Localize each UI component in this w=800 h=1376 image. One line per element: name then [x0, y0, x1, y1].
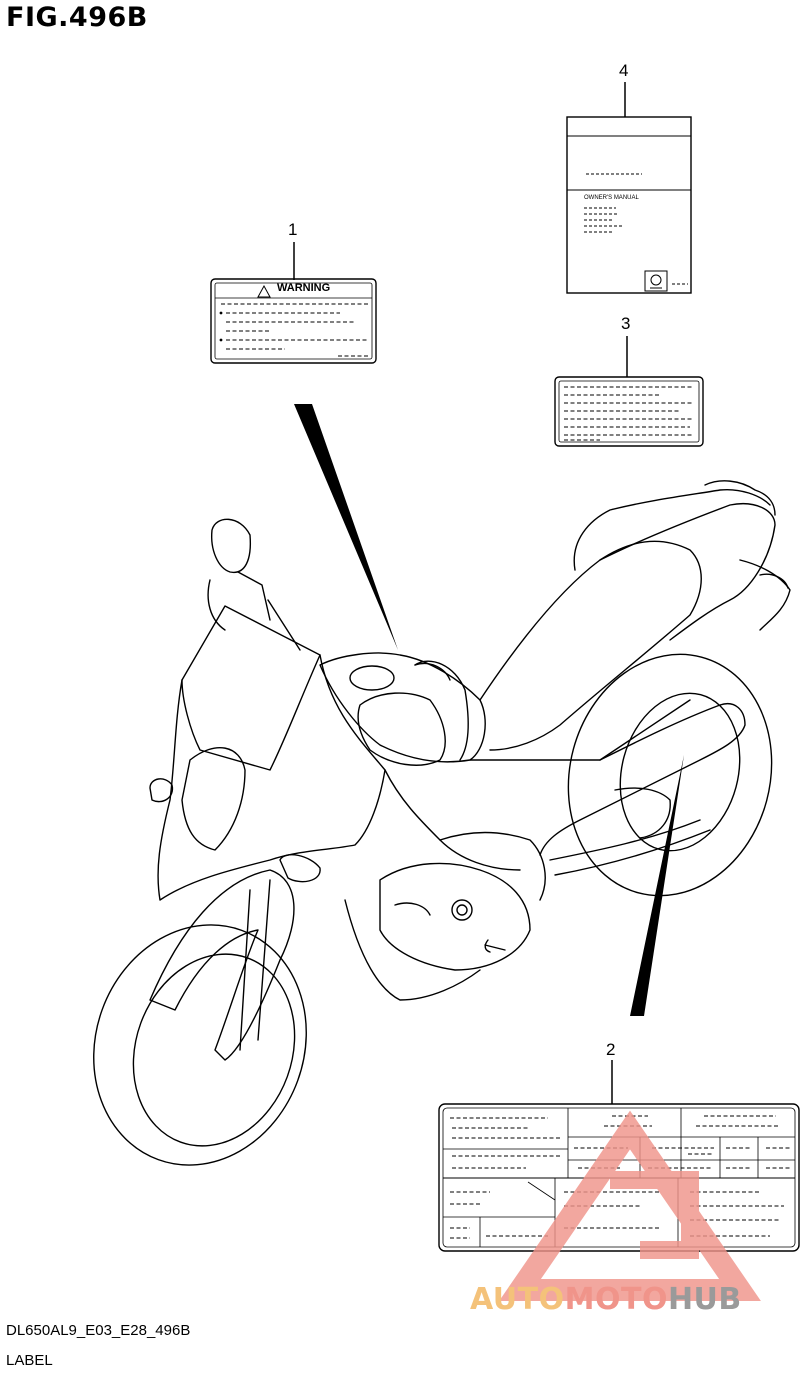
seat: [479, 540, 702, 751]
windscreen: [181, 605, 321, 771]
motorcycle-outline: [93, 480, 791, 1166]
watermark-wordmark: AUTOMOTOHUB: [470, 1282, 742, 1317]
pointer-wedge-2: [630, 755, 684, 1016]
watermark-part-hub: HUB: [667, 1282, 742, 1317]
section-label: LABEL: [6, 1352, 53, 1369]
spec-table-label-part: [438, 1103, 800, 1252]
warning-label-heading: WARNING: [277, 282, 331, 294]
callout-number-1[interactable]: 1: [288, 220, 298, 239]
watermark-logo: [499, 1110, 761, 1301]
warning-label-part: [210, 278, 377, 364]
engine: [379, 862, 531, 971]
callout-number-4[interactable]: 4: [619, 61, 629, 80]
callout-number-3[interactable]: 3: [621, 314, 631, 333]
info-label-part: [554, 376, 704, 447]
figure-title: FIG.496B: [6, 2, 148, 33]
pointer-wedge-1: [294, 404, 398, 650]
brand-emblem-icon: [650, 274, 662, 286]
watermark-part-auto: AUTO: [470, 1282, 565, 1317]
fuel-cap: [349, 665, 395, 691]
headlight: [181, 746, 246, 851]
watermark-part-moto: MOTO: [564, 1282, 668, 1317]
pointer-wedges: [294, 404, 684, 1016]
front-tire: [93, 924, 307, 1166]
callout-number-2[interactable]: 2: [606, 1040, 616, 1059]
rear-tire: [567, 653, 773, 897]
fuel-tank: [319, 652, 486, 763]
model-code: DL650AL9_E03_E28_496B: [6, 1322, 191, 1339]
warning-triangle-icon: [257, 284, 271, 298]
left-mirror: [211, 518, 252, 573]
leader-lines: [293, 82, 628, 1104]
owners-manual-text: OWNER'S MANUAL: [584, 195, 639, 201]
owners-manual-part: [566, 116, 692, 294]
exhaust: [539, 703, 746, 856]
